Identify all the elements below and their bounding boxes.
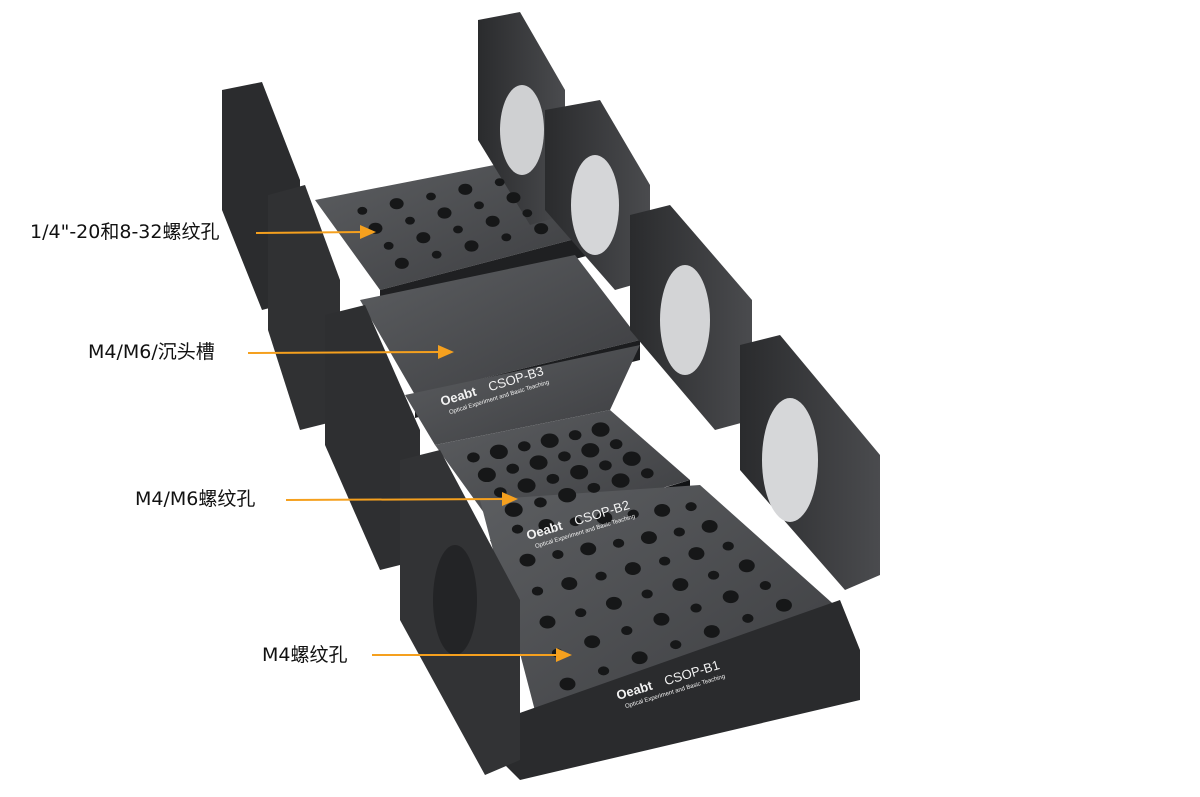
mounting-hole	[587, 482, 601, 493]
mounting-hole	[581, 443, 600, 458]
mounting-hole	[517, 441, 531, 452]
mounting-hole	[575, 608, 587, 618]
mounting-hole	[673, 527, 685, 537]
mounting-hole	[742, 613, 754, 623]
mounting-hole	[437, 207, 452, 219]
mounting-hole	[631, 651, 648, 665]
mounting-hole	[659, 556, 671, 566]
annotation-label-quarter20-832-threaded-holes: 1/4"-20和8-32螺纹孔	[30, 221, 220, 243]
mounting-hole	[558, 451, 571, 462]
mounting-hole	[672, 578, 689, 591]
mounting-hole	[685, 502, 697, 512]
mounting-hole	[389, 198, 404, 210]
mounting-hole	[722, 590, 739, 604]
mounting-hole	[546, 473, 560, 484]
annotation-label-m4-m6-threaded-holes: M4/M6螺纹孔	[135, 488, 256, 510]
mounting-hole	[570, 464, 589, 480]
mounting-hole	[722, 541, 734, 551]
mounting-hole	[591, 422, 610, 437]
mounting-hole	[426, 192, 436, 201]
mounting-hole	[416, 232, 431, 244]
mounting-hole	[621, 626, 633, 636]
mounting-hole	[506, 463, 520, 474]
mounting-hole	[624, 562, 641, 575]
mounting-hole	[531, 586, 544, 596]
mounting-hole	[489, 444, 508, 460]
mounting-hole	[538, 518, 555, 532]
mounting-hole	[559, 677, 576, 691]
mounting-hole	[494, 178, 505, 187]
mounting-hole	[504, 502, 523, 517]
cage-block-b3	[222, 12, 650, 430]
mounting-hole	[453, 225, 463, 234]
mounting-hole	[485, 215, 500, 227]
mounting-hole	[405, 216, 415, 225]
arrow-annotation-2	[247, 345, 454, 359]
mounting-hole	[627, 509, 639, 519]
mounting-hole	[561, 577, 578, 590]
mounting-hole	[517, 478, 536, 493]
mounting-hole	[612, 538, 625, 548]
mounting-hole	[522, 209, 533, 218]
mounting-hole	[584, 635, 601, 649]
mounting-hole	[458, 183, 473, 195]
mounting-hole	[464, 240, 479, 252]
mounting-hole	[703, 625, 720, 638]
mounting-hole	[383, 241, 394, 250]
mounting-hole	[596, 511, 613, 525]
mounting-hole	[357, 206, 368, 215]
annotation-label-m4-m6-countersunk-slots: M4/M6/沉头槽	[88, 341, 215, 363]
mounting-hole	[622, 451, 641, 466]
mounting-hole	[540, 433, 559, 448]
mounting-hole	[690, 603, 702, 613]
mounting-hole	[599, 460, 612, 471]
mounting-hole	[707, 570, 720, 580]
mounting-hole	[558, 487, 577, 503]
mounting-hole	[759, 581, 771, 591]
mounting-hole	[569, 517, 581, 527]
mounting-hole	[609, 439, 623, 450]
mounting-hole	[580, 542, 597, 556]
mounting-hole	[654, 503, 671, 517]
mounting-hole	[640, 531, 657, 544]
mounting-hole	[431, 250, 442, 259]
mounting-hole	[605, 596, 622, 610]
mounting-hole	[477, 467, 496, 483]
mounting-hole	[597, 666, 610, 676]
annotation-label-m4-threaded-holes: M4螺纹孔	[262, 644, 348, 666]
mounting-hole	[394, 257, 409, 269]
mounting-hole	[640, 468, 654, 479]
mounting-hole	[641, 589, 653, 599]
mounting-hole	[519, 553, 536, 567]
mounting-hole	[653, 612, 670, 626]
mounting-hole	[701, 519, 718, 533]
arrow-annotation-1	[255, 225, 376, 239]
mounting-hole	[568, 430, 582, 441]
mounting-hole	[474, 201, 484, 210]
mounting-hole	[534, 223, 549, 235]
mounting-hole	[467, 452, 480, 463]
mounting-hole	[529, 455, 548, 470]
mounting-hole	[511, 524, 524, 534]
arrow-annotation-4	[372, 648, 572, 662]
mounting-hole	[552, 549, 564, 559]
mounting-hole	[595, 571, 607, 581]
mounting-hole	[534, 497, 547, 508]
mounting-hole	[501, 233, 512, 242]
arrow-annotation-3	[285, 492, 518, 506]
mounting-hole	[688, 547, 705, 560]
mounting-hole	[738, 559, 755, 573]
mounting-hole	[670, 640, 682, 650]
mounting-hole	[506, 192, 521, 204]
mounting-hole	[611, 473, 630, 488]
mounting-hole	[539, 615, 556, 629]
mounting-hole	[775, 598, 792, 612]
cage-block-b1	[400, 335, 880, 780]
